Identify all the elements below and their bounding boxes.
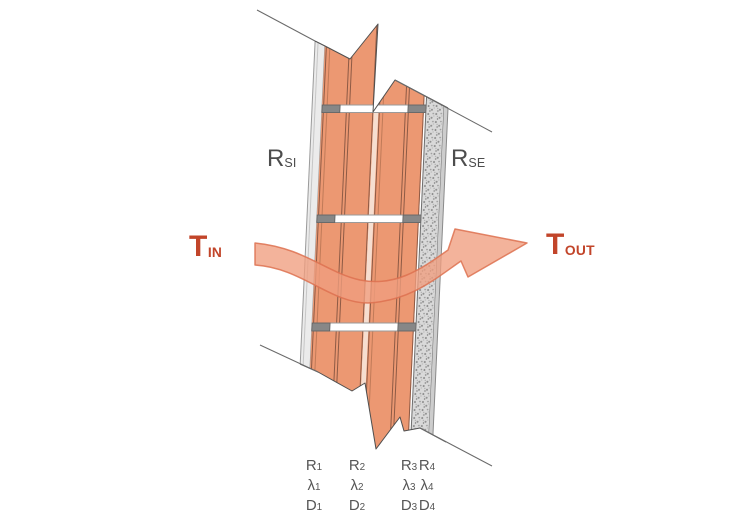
layer-1-conductivity-label: λ1	[307, 477, 321, 494]
mortar-joints	[311, 104, 427, 332]
section-break-mask-top	[240, 0, 460, 112]
heat-flow-arrow	[254, 228, 528, 304]
layer-2-resistance-label: R2	[348, 457, 366, 474]
torn-edge-bottom	[299, 363, 447, 450]
layer-2-properties: R2 λ2 D2	[342, 456, 372, 516]
layer-4-conductivity-label: λ4	[420, 477, 434, 494]
wall-assembly	[295, 18, 453, 458]
layer-4-resistance-label: R4	[418, 457, 436, 474]
layer-3-resistance-label: R3	[400, 457, 418, 474]
layer-3-thickness-label: D3	[400, 497, 418, 514]
temperature-outside-subscript: OUT	[564, 242, 595, 258]
mortar-joint	[311, 322, 417, 332]
layer-4-properties: R4 λ4 D4	[412, 456, 442, 516]
temperature-inside-label: TIN	[189, 230, 223, 263]
layer-1-thickness-label: D1	[305, 497, 323, 514]
layer-1-properties: R1 λ1 D1	[299, 456, 329, 516]
section-break-line-bottom-right	[419, 427, 493, 467]
section-break-line-top-left	[256, 9, 316, 42]
mortar-joint	[321, 104, 427, 113]
layer-1-resistance-label: R1	[305, 457, 323, 474]
leaf-gap	[357, 18, 383, 458]
external-surface-resistance-subscript: SE	[468, 156, 486, 171]
layer-properties-table: R1 λ1 D1 R2 λ2 D2 R3 λ3 D3 R4 λ4 D4	[0, 456, 750, 520]
internal-surface-resistance-label: RSI	[267, 145, 297, 172]
layer-4-thickness-label: D4	[418, 497, 436, 514]
layer-2-conductivity-label: λ2	[350, 477, 364, 494]
external-surface-resistance-label: RSE	[451, 145, 486, 172]
layer-3-conductivity-label: λ3	[402, 477, 416, 494]
internal-surface-resistance-subscript: SI	[284, 156, 297, 171]
section-break-line-top-right	[394, 79, 493, 133]
temperature-inside-subscript: IN	[207, 244, 223, 260]
temperature-outside-label: TOUT	[546, 228, 595, 261]
layer-2-thickness-label: D2	[348, 497, 366, 514]
mortar-joint	[316, 214, 422, 223]
layer-3-properties: R3 λ3 D3	[394, 456, 424, 516]
section-break-line-bottom-left	[259, 344, 319, 373]
